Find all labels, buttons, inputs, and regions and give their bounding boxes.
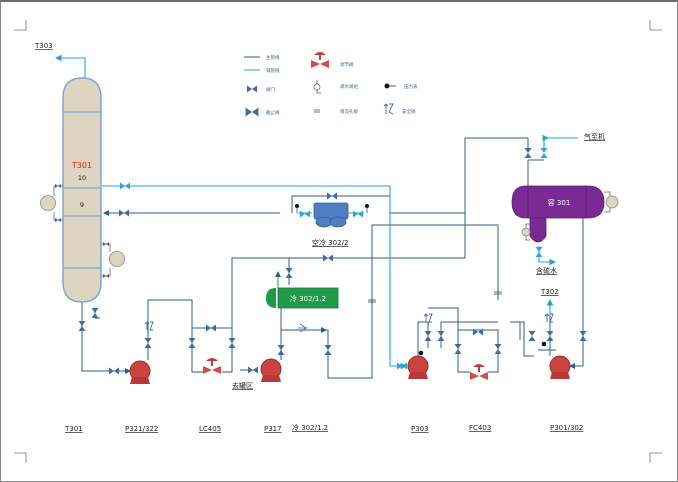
orifice-icon	[494, 291, 502, 295]
gas-out-valve[interactable]	[540, 148, 548, 158]
feed-inlet-valve[interactable]	[119, 209, 129, 217]
legend-globe-valve-icon	[245, 107, 259, 117]
p303-suction-valve[interactable]	[397, 362, 407, 370]
gauge-valve-icon[interactable]	[55, 183, 61, 189]
gauge-valve-icon[interactable]	[103, 273, 109, 279]
p321-discharge-valve[interactable]	[144, 338, 152, 348]
legend-control-valve-label: 调节阀	[340, 61, 354, 68]
level-gauge-right	[101, 243, 125, 277]
relief-valve-icon[interactable]	[423, 313, 433, 323]
bottom-label-p317: P317	[264, 425, 282, 433]
p303-min-flow-valve[interactable]	[437, 331, 445, 341]
air-cooler-outlet-valve[interactable]	[353, 210, 363, 218]
fc403-upstream-valve[interactable]	[454, 344, 462, 354]
pressure-point-icon	[295, 204, 299, 213]
legend-relief-valve-icon	[383, 103, 394, 115]
bottom-label-lc405: LC405	[199, 425, 221, 433]
legend-relief-valve-label: 安全阀	[402, 108, 416, 115]
orifice-icon	[368, 299, 376, 303]
reflux-inlet-valve[interactable]	[120, 182, 130, 190]
p317-discharge-valve[interactable]	[277, 345, 285, 355]
p301-return-valve[interactable]	[579, 331, 587, 341]
p301-discharge-valve[interactable]	[546, 331, 554, 341]
fc403-downstream-valve[interactable]	[494, 344, 502, 354]
pump-p301[interactable]	[549, 355, 571, 380]
check-valve-icon	[298, 323, 308, 333]
stream-gas-label: 气至机	[584, 132, 605, 141]
water-cooler-302[interactable]: 冷 302/1.2	[266, 287, 339, 309]
bottom-label-p303: P303	[411, 425, 429, 433]
relief-valve-icon[interactable]	[544, 313, 554, 323]
column-t301[interactable]: T301 10 9	[62, 77, 102, 303]
cooler-inlet-valve[interactable]	[285, 268, 293, 278]
column-name: T301	[71, 161, 92, 170]
lc405-upstream-valve[interactable]	[188, 338, 196, 348]
line-valve[interactable]	[323, 254, 333, 262]
drum-level-gauge	[604, 191, 619, 213]
lc405-downstream-valve[interactable]	[228, 338, 236, 348]
lc405-control-valve[interactable]	[203, 358, 221, 374]
drum-overhead-valve[interactable]	[524, 148, 532, 158]
air-cooler-302-2[interactable]	[313, 202, 349, 228]
corner-marks	[14, 20, 662, 463]
cooler-outlet-valve[interactable]	[324, 345, 332, 355]
sour-water-valve[interactable]	[535, 247, 543, 257]
bottom-label-p301: P301/302	[550, 424, 583, 432]
gauge-valve-icon[interactable]	[103, 241, 109, 247]
column-bottom-valve[interactable]	[78, 321, 86, 331]
legend-aux-pipe-label: 辅管线	[266, 67, 280, 74]
tray-10-label: 10	[78, 174, 86, 182]
stream-t302-label: T302	[540, 288, 559, 296]
water-cooler-label: 冷 302/1.2	[290, 294, 326, 303]
stream-top-out-label: T303	[34, 42, 53, 50]
legend-orifice-icon	[314, 109, 320, 113]
pressure-point-icon	[541, 341, 547, 347]
pump-p303[interactable]	[407, 355, 429, 380]
relief-valve-icon[interactable]	[144, 321, 154, 331]
legend-pressure-point-label: 压力表	[404, 83, 418, 90]
pressure-point-icon	[365, 204, 369, 213]
tray-9-label: 9	[80, 201, 84, 209]
legend-globe-valve-label: 截止阀	[266, 109, 280, 116]
legend-gate-valve-icon	[247, 85, 257, 93]
legend-orifice-label: 限流孔板	[340, 108, 358, 115]
stream-product-label: 去罐区	[232, 381, 253, 390]
column-drain-valve[interactable]	[91, 308, 99, 318]
air-cooler-inlet-valve[interactable]	[300, 210, 310, 218]
legend: 主管线 辅管线 阀门 截止阀 调节阀 疏水阀组 限流孔板 压力表 安全阀	[244, 52, 418, 117]
legend-steam-trap-label: 疏水阀组	[340, 83, 358, 90]
p321-suction-valve[interactable]	[109, 367, 119, 375]
bottom-label-t301: T301	[64, 425, 83, 433]
legend-pressure-point-icon	[384, 83, 396, 89]
reflux-drum-label: 容 301	[548, 198, 571, 207]
bottom-label-fc403: FC403	[469, 424, 491, 432]
legend-control-valve-icon	[311, 52, 329, 68]
pressure-point-icon	[418, 350, 424, 356]
pump-p317[interactable]	[260, 358, 282, 383]
reflux-drum-301[interactable]: 容 301	[511, 185, 605, 243]
bottom-label-p321: P321/322	[125, 425, 158, 433]
legend-main-pipe-label: 主管线	[266, 54, 280, 61]
fc403-control-valve[interactable]	[470, 364, 488, 380]
pump-p321[interactable]	[129, 360, 151, 385]
p301-bypass-valve[interactable]	[528, 331, 536, 341]
level-gauge-left	[40, 185, 63, 221]
p317-suction-valve[interactable]	[248, 366, 258, 374]
p303-discharge-valve[interactable]	[424, 331, 432, 341]
bottom-labels: T301 P321/322 LC405 P317 冷 302/1.2 P303 …	[64, 423, 583, 433]
air-cooler-label: 空冷 302/2	[312, 238, 348, 247]
legend-steam-trap-icon	[313, 80, 321, 94]
lc405-bypass-valve[interactable]	[206, 324, 216, 332]
gauge-valve-icon[interactable]	[55, 217, 61, 223]
boot-level-gauge	[521, 223, 531, 241]
stream-sour-water-label: 含硫水	[536, 266, 557, 275]
bottom-label-cooler: 冷 302/1.2	[292, 423, 328, 432]
air-cooler-bypass-valve[interactable]	[327, 192, 337, 200]
legend-gate-valve-label: 阀门	[266, 86, 275, 93]
